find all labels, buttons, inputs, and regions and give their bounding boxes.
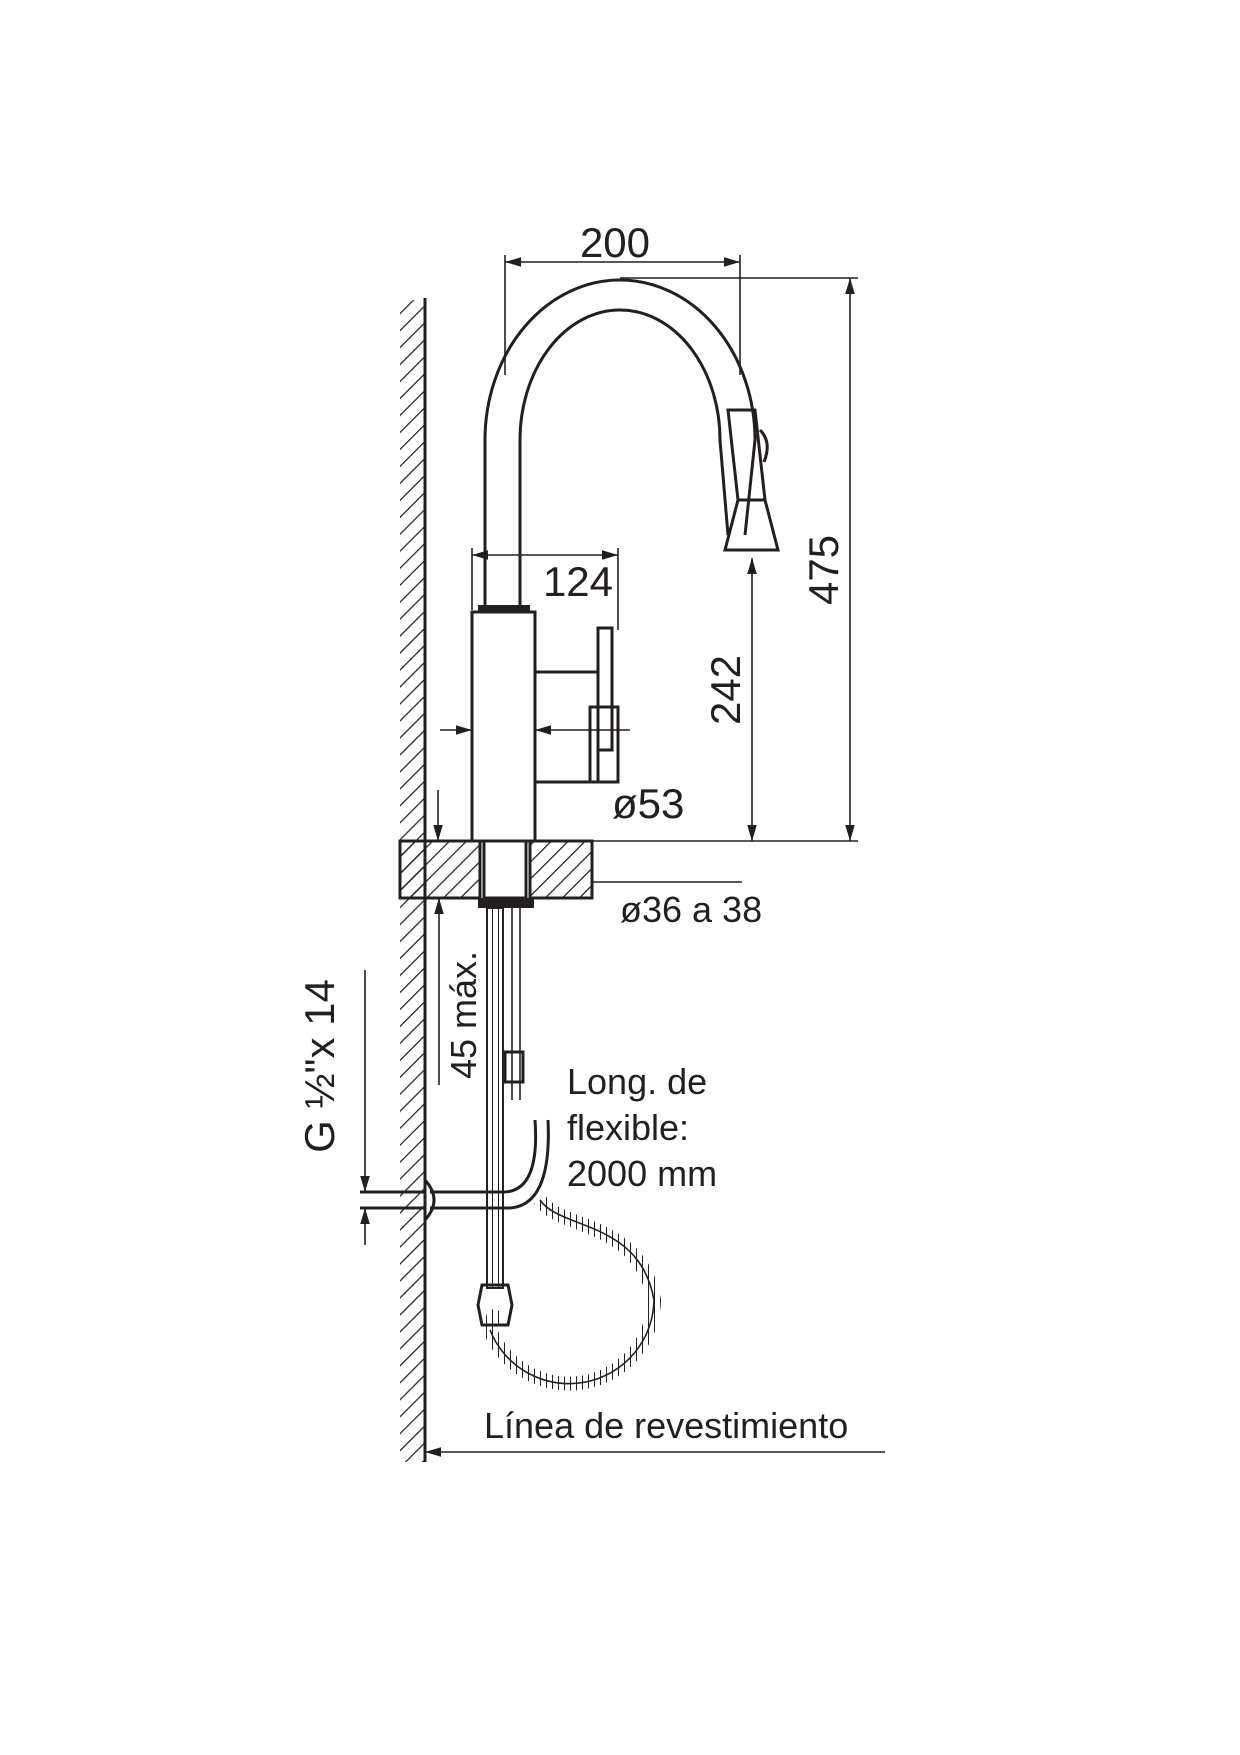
dim-hole-diameter: ø36 a 38 xyxy=(620,889,762,930)
supply-hoses xyxy=(423,907,662,1391)
countertop xyxy=(398,839,594,908)
dim-total-height: 475 xyxy=(800,535,847,605)
dim-max-thickness: 45 máx. xyxy=(443,951,484,1079)
hose-length-label-1: Long. de xyxy=(567,1061,707,1102)
dimension-lines xyxy=(360,255,885,1457)
dim-spout-reach: 200 xyxy=(580,219,650,266)
dim-body-depth: 124 xyxy=(543,558,613,605)
dim-body-diameter: ø53 xyxy=(612,780,684,827)
faucet xyxy=(470,278,780,843)
hose-length-label-2: flexible: xyxy=(567,1107,689,1148)
wall-line-label: Línea de revestimiento xyxy=(484,1405,848,1446)
dim-spout-clearance: 242 xyxy=(702,655,749,725)
hose-length-label-3: 2000 mm xyxy=(567,1153,717,1194)
dim-connection-thread: G ½"x 14 xyxy=(296,979,343,1153)
